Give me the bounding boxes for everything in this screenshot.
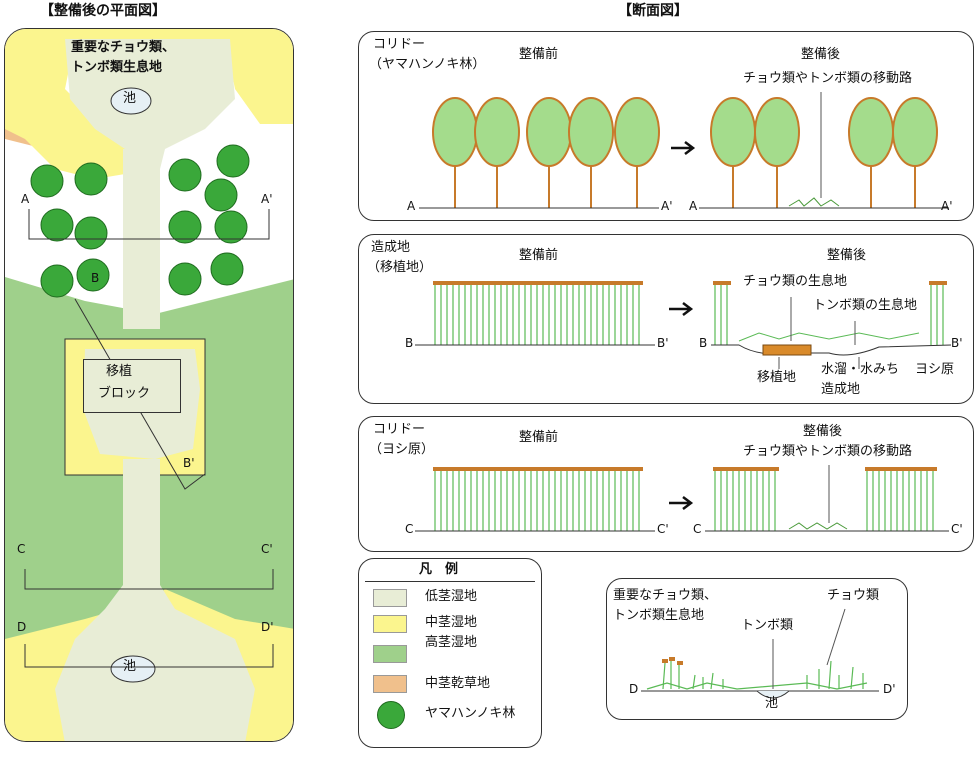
- p1-note: チョウ類やトンボ類の移動路: [743, 71, 913, 86]
- p1-a-after: A: [689, 199, 698, 213]
- legend-title: 凡 例: [419, 562, 459, 577]
- p4-drawing: [641, 608, 879, 699]
- section-panel-habitat: 重要なチョウ類、 トンボ類生息地 チョウ類 トンボ類 D D' 池: [606, 578, 908, 720]
- p3-arrow-icon: [669, 496, 694, 510]
- p2-before: 整備前: [519, 248, 559, 263]
- legend-panel: 凡 例 低茎湿地 中茎湿地 高茎湿地 中茎乾草地 ヤマハンノキ林: [358, 558, 542, 748]
- p2-note6: 造成地: [821, 382, 861, 397]
- p1-arrow-icon: [671, 141, 696, 155]
- pond-bottom-label: 池: [123, 659, 137, 674]
- p3-c2: C': [657, 522, 669, 536]
- legend-swatch-2: [373, 645, 407, 663]
- alder-trees-left: [30, 162, 110, 298]
- plan-label-top-2: トンボ類生息地: [71, 60, 163, 75]
- low-wetland-area-bottom: [55, 585, 255, 741]
- p2-transplant-block: [762, 344, 812, 356]
- p1-a: A: [407, 199, 416, 213]
- mark-a2: A': [261, 192, 273, 206]
- p1-a2: A': [661, 199, 673, 213]
- p1-drawing: [419, 92, 949, 209]
- legend-swatch-1: [373, 615, 407, 633]
- low-wetland-spine-lower: [123, 459, 160, 589]
- p1-a2-after: A': [941, 199, 953, 213]
- section-panel-corridor-reed: コリドー （ヨシ原） 整備前 整備後 チョウ類やトンボ類の移動路 C C' C …: [358, 416, 974, 552]
- p4-d: D: [629, 682, 639, 696]
- p2-note5: ヨシ原: [915, 362, 955, 377]
- mark-b2: B': [183, 456, 195, 470]
- p1-before: 整備前: [519, 47, 559, 62]
- p4-note1: チョウ類: [827, 588, 880, 603]
- p4-label-2: トンボ類生息地: [613, 608, 705, 623]
- plan-title: 【整備後の平面図】: [40, 3, 166, 19]
- legend-divider: [365, 581, 535, 582]
- p2-b2: B': [657, 336, 669, 350]
- p4-d2: D': [883, 682, 896, 696]
- legend-swatch-0: [373, 589, 407, 607]
- p3-after: 整備後: [803, 424, 843, 439]
- p2-label-1: 造成地: [371, 240, 411, 255]
- p3-before: 整備前: [519, 430, 559, 445]
- p2-note2: トンボ類の生息地: [813, 298, 918, 313]
- legend-label-2: 高茎湿地: [425, 635, 478, 650]
- p3-note: チョウ類やトンボ類の移動路: [743, 444, 913, 459]
- p3-label-2: （ヨシ原）: [369, 442, 435, 457]
- p2-after: 整備後: [827, 248, 867, 263]
- p2-label-2: （移植地）: [367, 260, 433, 275]
- section-panel-corridor-alder: コリドー （ヤマハンノキ林） 整備前 整備後 チョウ類やトンボ類の移動路 A A…: [358, 31, 974, 221]
- legend-label-4: ヤマハンノキ林: [425, 706, 516, 721]
- p4-pond: 池: [765, 696, 779, 711]
- p3-c-after: C: [693, 522, 702, 536]
- pond-bottom: [110, 655, 156, 683]
- p3-drawing: [415, 465, 949, 532]
- section-panel-constructed: 造成地 （移植地） 整備前 整備後 チョウ類の生息地 トンボ類の生息地 B B'…: [358, 234, 974, 404]
- p1-label-2: （ヤマハンノキ林）: [369, 57, 486, 72]
- alder-trees-right: [168, 144, 250, 296]
- legend-swatch-3: [373, 675, 407, 693]
- p2-note4: 水溜・水みち: [821, 362, 900, 377]
- mark-d: D: [17, 620, 27, 634]
- p2-b: B: [405, 336, 414, 350]
- mark-b: B: [91, 271, 100, 285]
- transplant-block: 移植 ブロック: [83, 359, 181, 413]
- mark-c2: C': [261, 542, 273, 556]
- p1-trees-before: [432, 97, 660, 208]
- legend-label-3: 中茎乾草地: [425, 676, 491, 691]
- transplant-block-label-2: ブロック: [98, 386, 151, 401]
- plan-panel: 重要なチョウ類、 トンボ類生息地 池 池 移植 ブロック A A' B B' C…: [4, 28, 294, 742]
- mark-d2: D': [261, 620, 274, 634]
- p2-b2-after: B': [951, 336, 963, 350]
- mid-wetland-area-top: [5, 29, 293, 179]
- p1-after: 整備後: [801, 47, 841, 62]
- p4-label-1: 重要なチョウ類、: [613, 588, 718, 603]
- p4-note2: トンボ類: [741, 618, 794, 633]
- p2-reed-heads: [433, 281, 643, 285]
- section-title: 【断面図】: [618, 3, 688, 19]
- p1-trees-after: [710, 97, 938, 208]
- mark-a: A: [21, 192, 30, 206]
- p2-drawing: [415, 281, 952, 369]
- transplant-block-label-1: 移植: [106, 364, 133, 379]
- pond-top-label: 池: [123, 91, 137, 106]
- legend-label-0: 低茎湿地: [425, 589, 478, 604]
- legend-swatch-4: [377, 701, 405, 729]
- pond-top: [110, 87, 152, 115]
- p3-c: C: [405, 522, 414, 536]
- p2-note3: 移植地: [757, 370, 797, 385]
- mark-c: C: [17, 542, 26, 556]
- p3-label-1: コリドー: [373, 422, 426, 437]
- p2-b-after: B: [699, 336, 708, 350]
- legend-label-1: 中茎湿地: [425, 615, 478, 630]
- p1-label-1: コリドー: [373, 37, 426, 52]
- p2-arrow-icon: [669, 302, 694, 316]
- plan-label-top-1: 重要なチョウ類、: [71, 40, 176, 55]
- p2-reeds-before: [434, 285, 640, 345]
- p3-c2-after: C': [951, 522, 963, 536]
- p2-note1: チョウ類の生息地: [743, 274, 848, 289]
